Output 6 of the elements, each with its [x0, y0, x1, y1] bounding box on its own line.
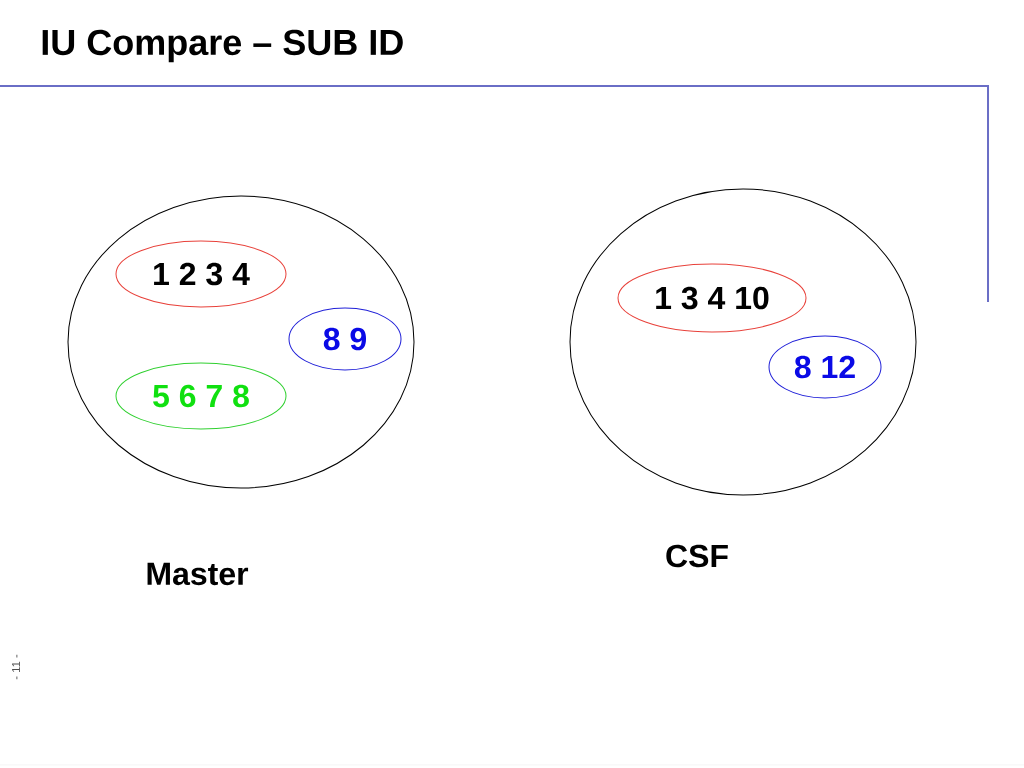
set-ellipse — [67, 195, 415, 489]
set-caption: CSF — [666, 544, 728, 568]
set-ellipse — [569, 188, 917, 496]
page-number: - 11 - — [12, 654, 20, 680]
set-caption: Master — [147, 562, 249, 586]
slide-title: IU Compare – SUB ID — [42, 29, 403, 63]
